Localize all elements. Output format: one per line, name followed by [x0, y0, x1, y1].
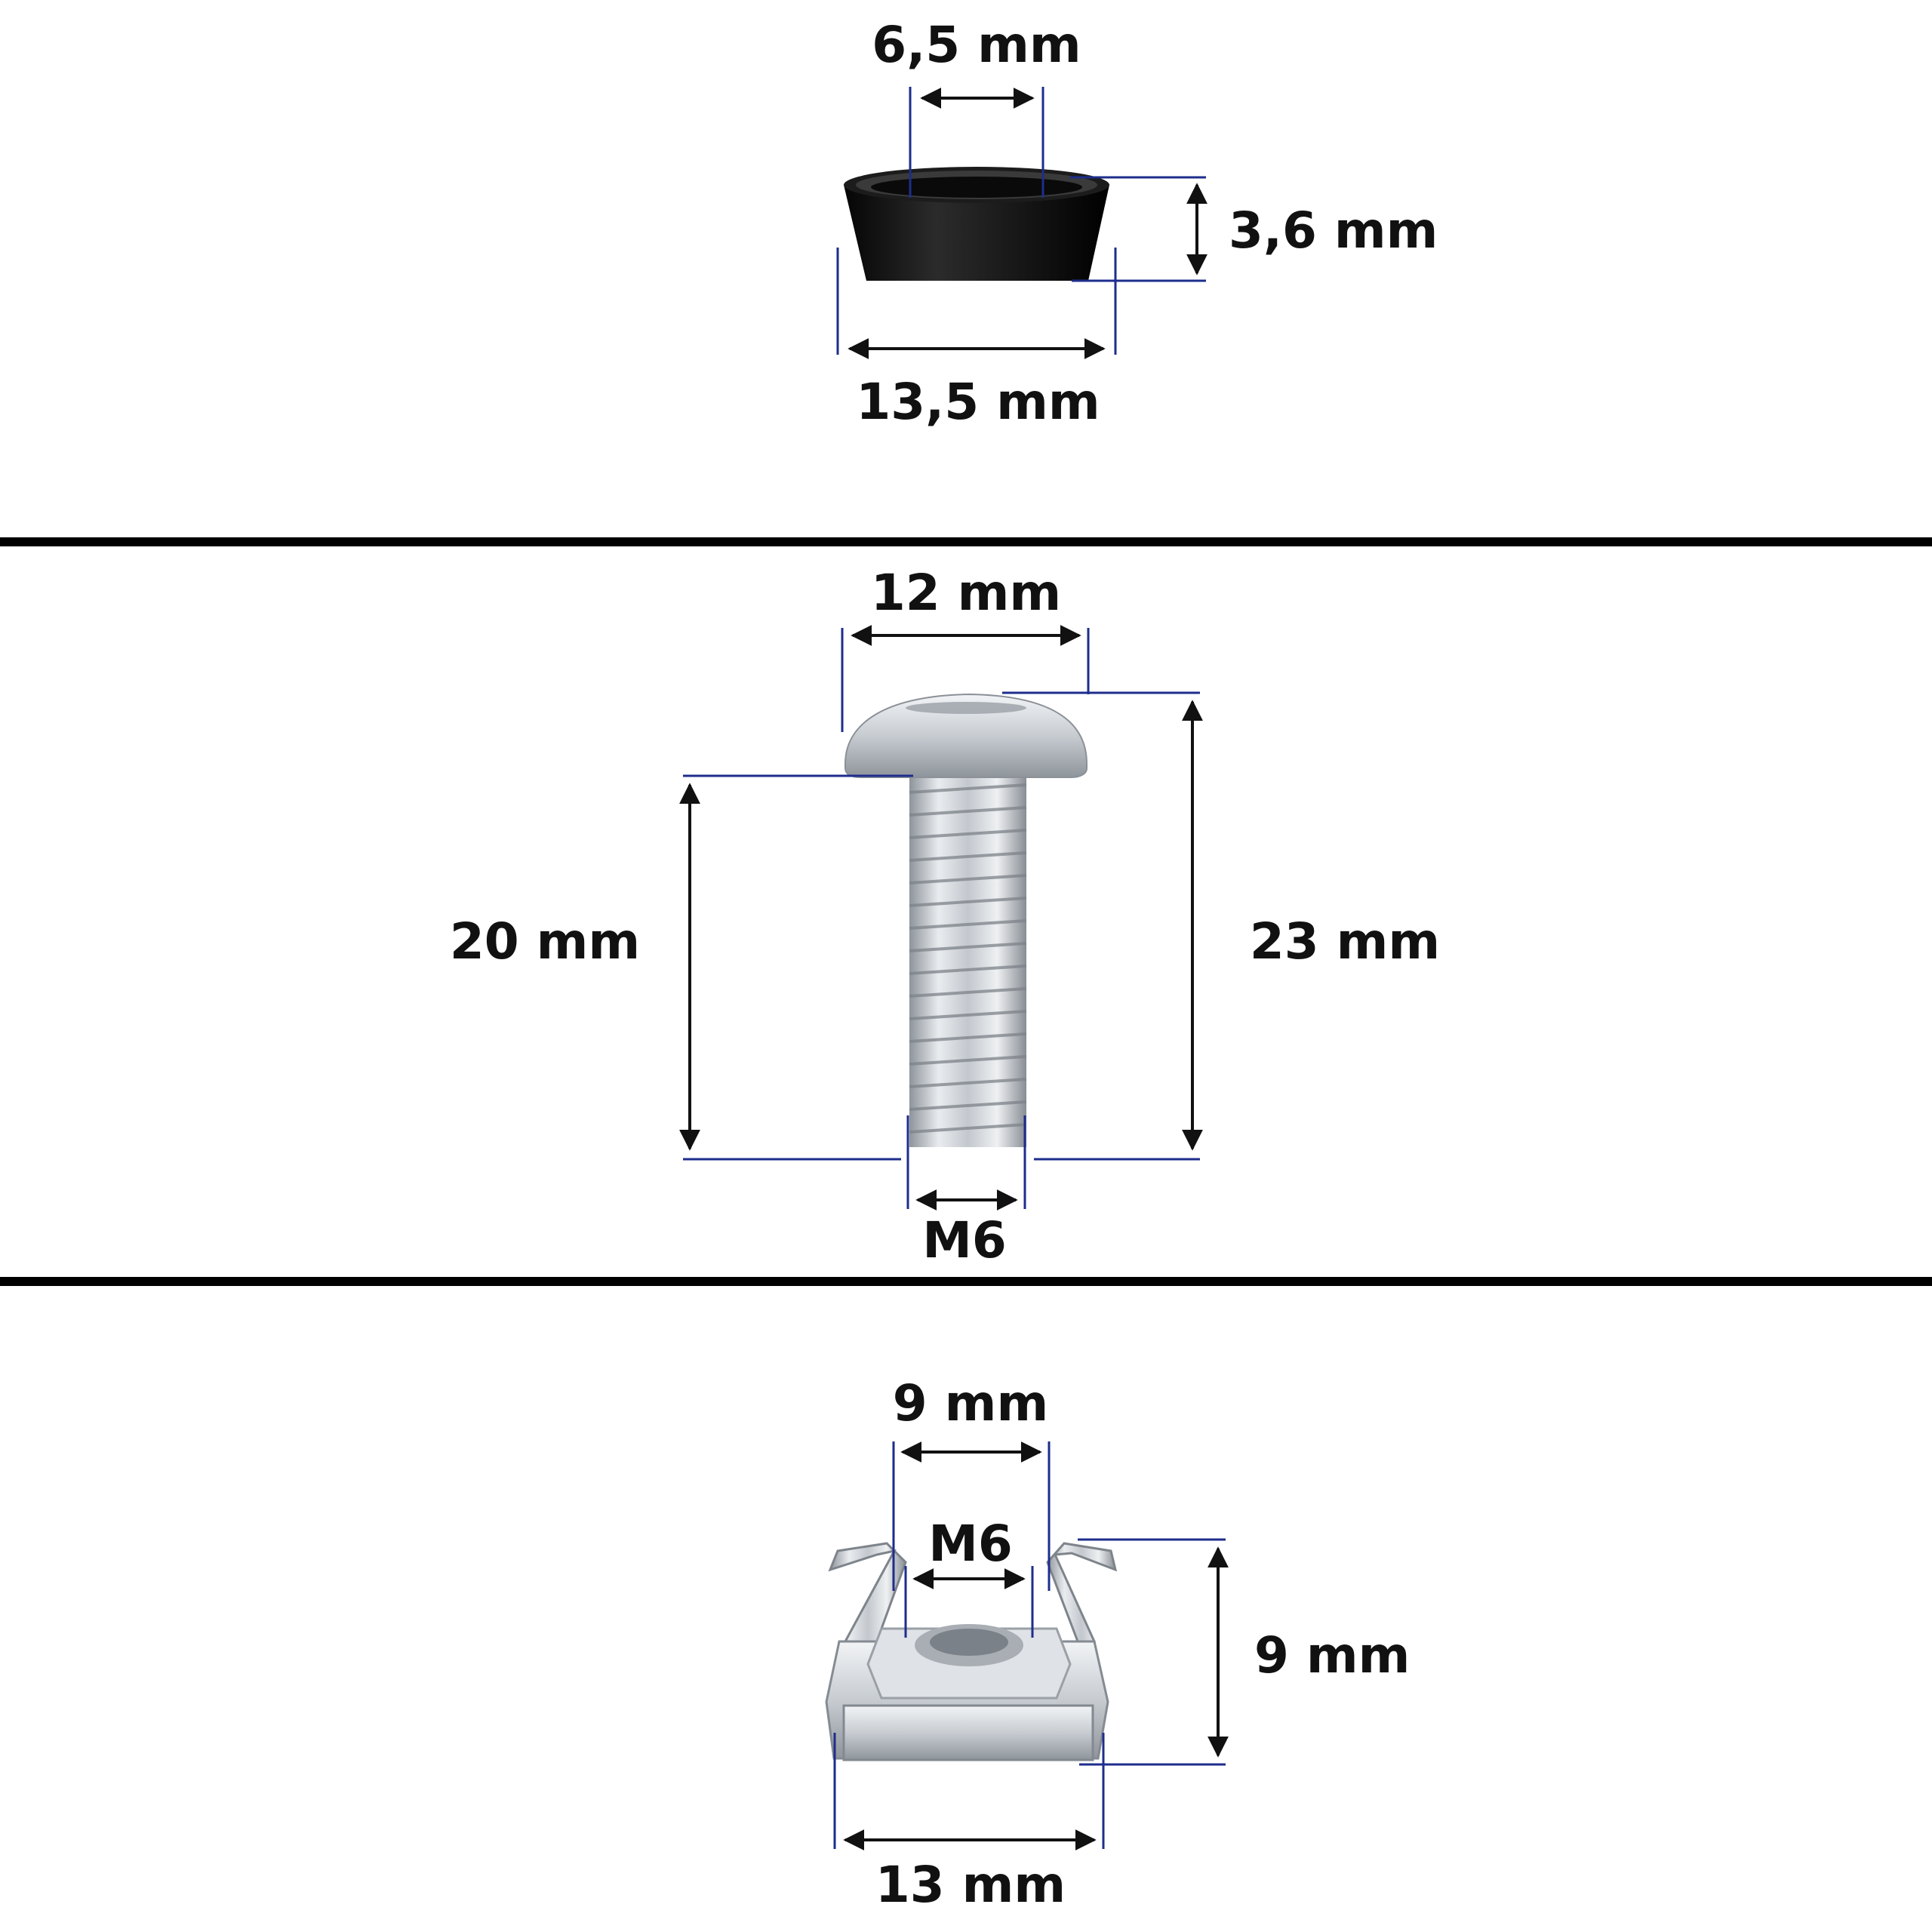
cage-nut-section: 9 mm M6 9 mm 13 mm [825, 1374, 1410, 1914]
inner-width-label: 9 mm [893, 1374, 1048, 1432]
cover-cap-extension-lines [836, 87, 1206, 355]
nut-height-label: 9 mm [1254, 1626, 1410, 1684]
cap-height-label: 3,6 mm [1229, 202, 1438, 260]
nut-width-label: 13 mm [875, 1856, 1066, 1914]
screw-extension-lines [683, 628, 1200, 1209]
section-divider-top [0, 537, 1932, 546]
inner-diameter-label: 6,5 mm [872, 16, 1081, 74]
total-length-label: 23 mm [1250, 912, 1440, 971]
thread-length-label: 20 mm [450, 912, 640, 971]
cage-nut-extension-lines [833, 1441, 1226, 1849]
section-divider-bottom [0, 1277, 1932, 1286]
cover-cap-section: 6,5 mm 3,6 mm 13,5 mm [836, 16, 1438, 431]
outer-diameter-label: 13,5 mm [856, 373, 1100, 431]
head-diameter-label: 12 mm [871, 564, 1061, 622]
cage-nut-drawing [825, 1542, 1118, 1761]
nut-thread-label: M6 [928, 1515, 1013, 1573]
screw-drawing [844, 693, 1088, 1147]
screw-section: 12 mm 20 mm 23 mm M6 [450, 564, 1440, 1269]
screw-thread [909, 783, 1027, 1134]
screw-thread-label: M6 [922, 1211, 1007, 1269]
cover-cap-drawing [844, 167, 1109, 281]
